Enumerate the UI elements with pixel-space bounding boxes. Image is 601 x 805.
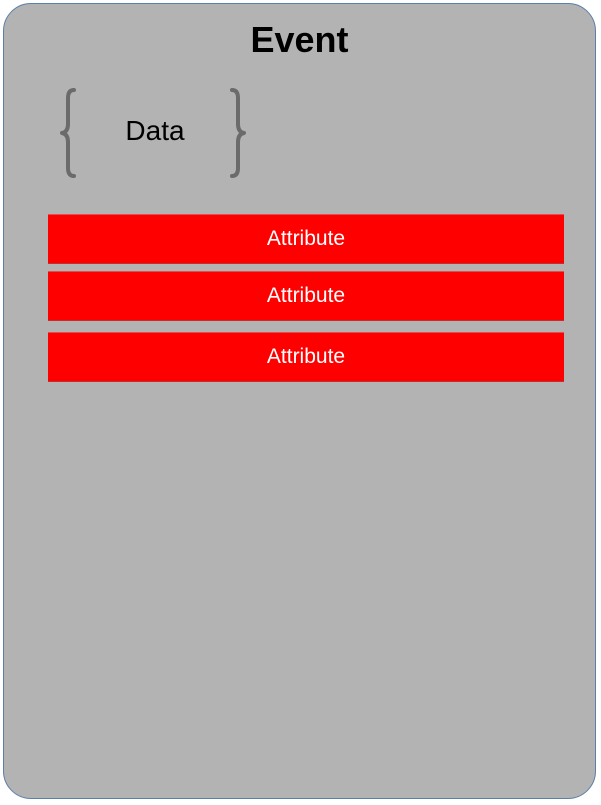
- attribute-bar-1: Attribute: [48, 214, 564, 264]
- attribute-bar-3: Attribute: [48, 332, 564, 382]
- data-label: Data: [125, 115, 185, 146]
- data-block: Data: [58, 86, 252, 180]
- event-card: Event Data Attribute Attribute Attribute: [3, 3, 596, 799]
- right-brace-icon: [230, 88, 246, 178]
- braces-icon: [60, 88, 246, 178]
- attribute-bar-2: Attribute: [48, 271, 564, 321]
- event-title: Event: [250, 19, 349, 60]
- left-brace-icon: [60, 88, 76, 178]
